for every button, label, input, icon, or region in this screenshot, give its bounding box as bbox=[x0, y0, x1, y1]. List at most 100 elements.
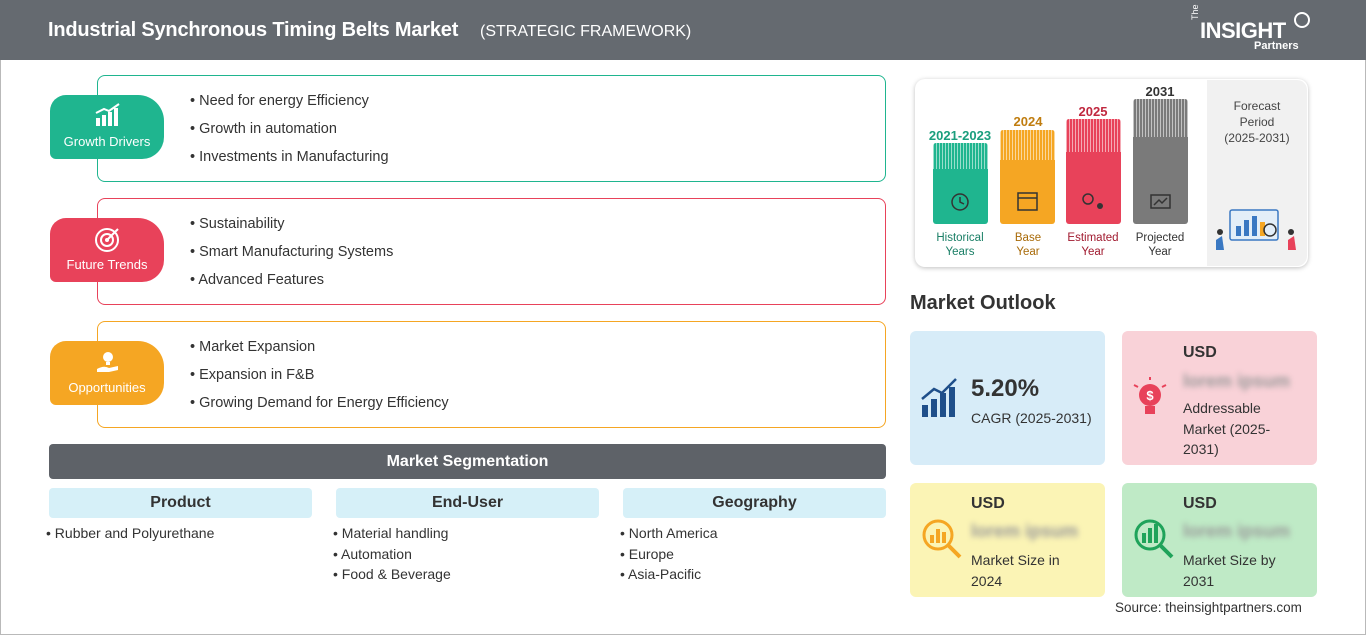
magnifier-chart-icon bbox=[922, 519, 962, 559]
opportunities-label: Opportunities bbox=[68, 380, 146, 395]
page-subtitle: (STRATEGIC FRAMEWORK) bbox=[480, 23, 692, 40]
addressable-desc-line-3: 2031) bbox=[1183, 441, 1219, 457]
list-item: Europe bbox=[620, 546, 718, 567]
size-2031-currency: USD bbox=[1183, 495, 1217, 512]
list-item: Asia-Pacific bbox=[620, 566, 718, 587]
caption-historical: Historical Years bbox=[920, 231, 1000, 259]
addressable-desc: Addressable Market (2025- 2031) bbox=[1183, 398, 1270, 460]
forecast-line-2: Period bbox=[1239, 115, 1275, 129]
insight-partners-logo[interactable]: The INSIGHT Partners bbox=[1190, 4, 1320, 54]
size-2031-desc-line-1: Market Size by bbox=[1183, 552, 1276, 568]
magnifier-growth-icon bbox=[1134, 519, 1174, 559]
list-item: Growth in automation bbox=[190, 121, 389, 149]
size-2024-desc-line-1: Market Size in bbox=[971, 552, 1060, 568]
calendar-icon bbox=[1017, 192, 1038, 211]
list-item: Growing Demand for Energy Efficiency bbox=[190, 395, 449, 423]
size-2031-desc-line-2: 2031 bbox=[1183, 572, 1215, 589]
year-projected: 2031 bbox=[1145, 84, 1175, 99]
caption-historical-line-2: Years bbox=[945, 246, 975, 258]
logo-ring-icon bbox=[1294, 12, 1310, 28]
year-estimated: 2025 bbox=[1078, 104, 1108, 119]
caption-projected: Projected Year bbox=[1120, 231, 1200, 259]
logo-the: The bbox=[1190, 4, 1200, 20]
caption-historical-line-1: Historical bbox=[936, 232, 984, 244]
caption-base: Base Year bbox=[988, 231, 1068, 259]
caption-estimated-line-1: Estimated bbox=[1067, 232, 1119, 244]
segment-header-product: Product bbox=[49, 488, 312, 518]
growth-drivers-label: Growth Drivers bbox=[63, 134, 151, 149]
market-size-2031-card: USD lorem ipsum Market Size by 2031 bbox=[1122, 483, 1317, 597]
list-item: Market Expansion bbox=[190, 339, 449, 367]
list-item: Material handling bbox=[333, 525, 451, 546]
year-base: 2024 bbox=[1013, 114, 1043, 129]
future-trends-badge: Future Trends bbox=[50, 218, 164, 282]
future-trends-box: Sustainability Smart Manufacturing Syste… bbox=[97, 198, 886, 305]
caption-estimated: Estimated Year bbox=[1053, 231, 1133, 259]
list-item: Advanced Features bbox=[190, 272, 393, 300]
market-outlook-title: Market Outlook bbox=[910, 292, 1056, 314]
size-2024-desc-line-2: 2024 bbox=[971, 572, 1003, 589]
size-2024-value: lorem ipsum bbox=[971, 521, 1079, 541]
bar-base bbox=[1000, 130, 1055, 224]
addressable-currency: USD bbox=[1183, 344, 1217, 361]
addressable-value: lorem ipsum bbox=[1183, 371, 1291, 391]
caption-projected-line-2: Year bbox=[1148, 246, 1172, 258]
list-item: North America bbox=[620, 525, 718, 546]
lightbulb-dollar-icon: $ bbox=[1133, 377, 1167, 414]
forecast-line-1: Forecast bbox=[1233, 99, 1281, 113]
growth-drivers-box: Need for energy Efficiency Growth in aut… bbox=[97, 75, 886, 182]
forecast-line-3: (2025-2031) bbox=[1224, 131, 1290, 145]
growth-drivers-badge: Growth Drivers bbox=[50, 95, 164, 159]
segment-header-geography: Geography bbox=[623, 488, 886, 518]
lightbulb-hand-icon bbox=[97, 352, 118, 372]
addressable-desc-line-2: Market (2025- bbox=[1183, 420, 1271, 437]
segment-list-product: Rubber and Polyurethane bbox=[46, 525, 215, 546]
caption-base-line-1: Base bbox=[1014, 232, 1042, 244]
list-item: Expansion in F&B bbox=[190, 367, 449, 395]
segment-list-geography: North America Europe Asia-Pacific bbox=[620, 525, 718, 587]
list-item: Food & Beverage bbox=[333, 566, 451, 587]
target-icon bbox=[95, 228, 119, 252]
svg-text:$: $ bbox=[1146, 388, 1154, 403]
list-item: Rubber and Polyurethane bbox=[46, 525, 215, 546]
page-title: Industrial Synchronous Timing Belts Mark… bbox=[48, 19, 459, 41]
size-2024-desc: Market Size in 2024 bbox=[971, 550, 1060, 591]
opportunities-box: Market Expansion Expansion in F&B Growin… bbox=[97, 321, 886, 428]
size-2024-currency: USD bbox=[971, 495, 1005, 512]
size-2031-desc: Market Size by 2031 bbox=[1183, 550, 1276, 591]
bar-estimated bbox=[1066, 119, 1121, 224]
list-item: Need for energy Efficiency bbox=[190, 93, 389, 121]
list-item: Investments in Manufacturing bbox=[190, 149, 388, 177]
future-trends-list: Sustainability Smart Manufacturing Syste… bbox=[190, 216, 393, 300]
bar-projected bbox=[1133, 99, 1188, 224]
year-historical: 2021-2023 bbox=[928, 128, 992, 143]
bar-historical bbox=[933, 143, 988, 224]
cagr-card: 5.20% CAGR (2025-2031) bbox=[910, 331, 1105, 465]
logo-partners: Partners bbox=[1254, 40, 1299, 52]
segment-list-end-user: Material handling Automation Food & Beve… bbox=[333, 525, 451, 587]
market-segmentation-bar: Market Segmentation bbox=[49, 444, 886, 479]
size-2031-value: lorem ipsum bbox=[1183, 521, 1291, 541]
source-credit[interactable]: Source: theinsightpartners.com bbox=[1115, 600, 1302, 615]
future-trends-label: Future Trends bbox=[66, 257, 148, 272]
opportunities-badge: Opportunities bbox=[50, 341, 164, 405]
presentation-board-icon bbox=[1150, 194, 1171, 209]
list-item: Automation bbox=[333, 546, 451, 567]
addressable-market-card: $ USD lorem ipsum Addressable Market (20… bbox=[1122, 331, 1317, 465]
growth-chart-icon bbox=[95, 103, 120, 126]
growth-chart-icon bbox=[921, 378, 957, 417]
caption-base-line-2: Year bbox=[1016, 246, 1040, 258]
market-size-2024-card: USD lorem ipsum Market Size in 2024 bbox=[910, 483, 1105, 597]
logo-insight: INSIGHT bbox=[1200, 18, 1286, 43]
list-item: Smart Manufacturing Systems bbox=[190, 244, 393, 272]
list-item: Sustainability bbox=[190, 216, 393, 244]
header-bar: Industrial Synchronous Timing Belts Mark… bbox=[0, 0, 1366, 60]
growth-drivers-list: Need for energy Efficiency Growth in aut… bbox=[190, 93, 389, 177]
forecast-period-label: Forecast Period (2025-2031) bbox=[1212, 98, 1302, 146]
estimate-gear-icon bbox=[1082, 193, 1103, 209]
addressable-desc-line-1: Addressable bbox=[1183, 400, 1261, 416]
caption-estimated-line-2: Year bbox=[1081, 246, 1105, 258]
opportunities-list: Market Expansion Expansion in F&B Growin… bbox=[190, 339, 449, 423]
history-clock-icon bbox=[951, 193, 969, 211]
analytics-people-illustration bbox=[1216, 209, 1296, 250]
